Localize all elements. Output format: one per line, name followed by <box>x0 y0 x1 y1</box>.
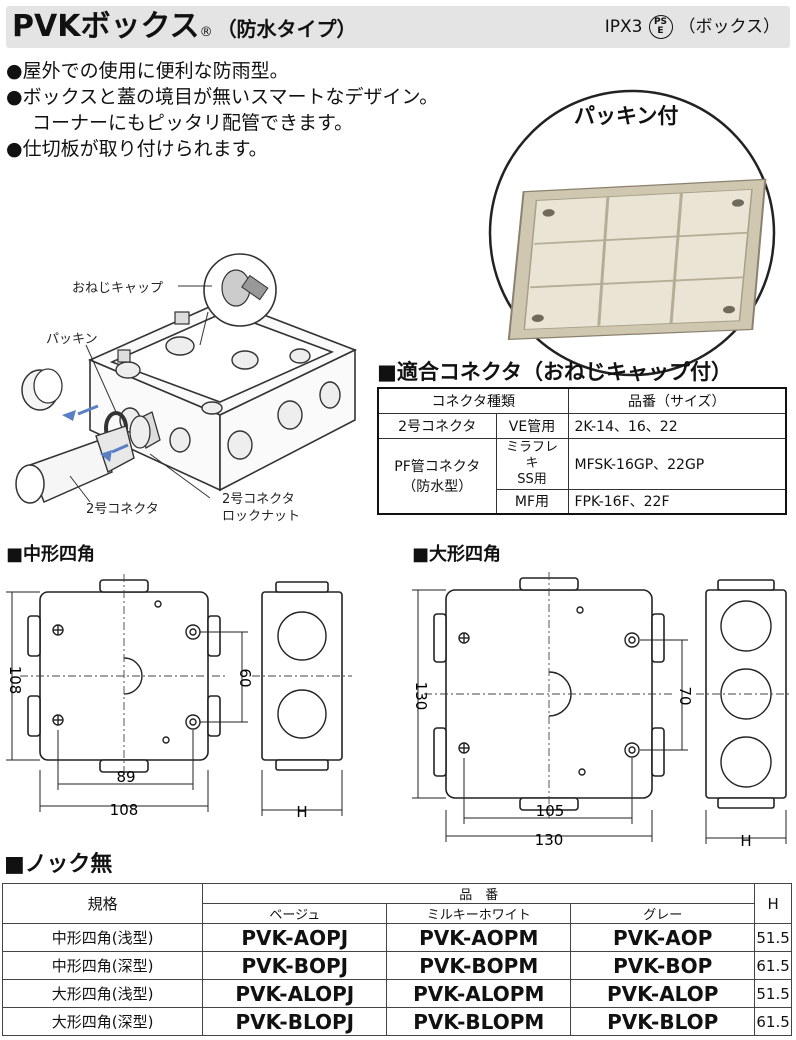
header-color-white: ミルキーホワイト <box>386 903 572 924</box>
dim-medium-h: H <box>296 803 307 821</box>
cell-code-white: PVK-AOPM <box>386 923 572 952</box>
dim-medium-pitch: 89 <box>116 768 135 786</box>
dim-large-h: H <box>740 832 751 850</box>
cell-code-beige: PVK-ALOPJ <box>202 979 388 1008</box>
cell-use: VE管用 <box>495 412 569 439</box>
header-code: 品 番 <box>202 883 756 904</box>
feature-item: ●仕切板が取り付けられます。 <box>6 138 268 160</box>
cell-use: MF用 <box>495 488 569 515</box>
cell-use-line: ミラフレキ <box>505 439 558 471</box>
cell-type-line: （防水型） <box>402 478 473 495</box>
table-row: MF用 FPK-16F、22F <box>378 488 787 515</box>
header-color-gray: グレー <box>570 903 756 924</box>
header-color-beige: ベージュ <box>202 903 388 924</box>
label-locknut-1: 2号コネクタ <box>222 492 295 507</box>
label-connector: 2号コネクタ <box>86 502 159 517</box>
table-row: コネクタ種類 品番（サイズ） <box>377 387 787 414</box>
header-spec: 規格 <box>1 883 204 924</box>
cell-spec: 大形四角(深型) <box>1 1007 204 1036</box>
ps-note: （ボックス） <box>678 17 781 37</box>
cell-type: 2号コネクタ <box>377 412 497 439</box>
cell-spec: 中形四角(深型) <box>1 951 204 980</box>
header-part-number: 品番（サイズ） <box>567 387 787 414</box>
gasket-label: パッキン付 <box>574 104 679 128</box>
connector-table-title: ■適合コネクタ（おねじキャップ付） <box>377 360 732 384</box>
table-row: 2号コネクタ VE管用 2K-14、16、22 <box>377 412 787 439</box>
medium-heading: ■中形四角 <box>6 544 96 565</box>
feature-item: ●ボックスと蓋の境目が無いスマートなデザイン。 <box>6 86 439 108</box>
cell-h: 61.5 <box>754 951 792 980</box>
cell-code: MFSK-16GP、22GP <box>567 437 787 490</box>
large-heading: ■大形四角 <box>412 544 502 565</box>
product-name: PVKボックス <box>12 9 200 44</box>
page-title: PVKボックス®（防水タイプ） <box>12 8 357 52</box>
cell-code-gray: PVK-ALOP <box>570 979 756 1008</box>
large-box-drawing: 130 70 105 130 H <box>412 572 792 850</box>
cell-code-gray: PVK-BLOP <box>570 1007 756 1036</box>
cell-code-white: PVK-BOPM <box>386 951 572 980</box>
header-connector-type: コネクタ種類 <box>377 387 569 414</box>
cell-spec: 中形四角(浅型) <box>1 923 204 952</box>
cell-type-line: PF管コネクタ <box>394 458 481 475</box>
certification-info: IPX3 PS E （ボックス） <box>605 15 780 39</box>
cell-code-gray: PVK-BOP <box>570 951 756 980</box>
product-table: 規格 品 番 H ベージュ ミルキーホワイト グレー 中形四角(浅型) PVK-… <box>1 883 792 1036</box>
label-packing: パッキン <box>46 332 98 347</box>
ip-rating: IPX3 <box>604 17 643 37</box>
cell-code-gray: PVK-AOP <box>570 923 756 952</box>
cell-code-beige: PVK-BOPJ <box>202 951 388 980</box>
header-bar: PVKボックス®（防水タイプ） IPX3 PS E （ボックス） <box>6 6 790 48</box>
table-header-row: 規格 品 番 H <box>1 883 792 924</box>
feature-item: ●屋外での使用に便利な防雨型。 <box>6 60 289 82</box>
exploded-assembly-illustration <box>15 253 358 504</box>
label-cap: おねじキャップ <box>72 281 164 296</box>
cell-h: 61.5 <box>754 1007 792 1036</box>
medium-box-drawing: 108 60 89 108 H <box>6 574 352 821</box>
ps-e-mark-icon: PS E <box>648 15 673 39</box>
cell-type: PF管コネクタ （防水型） <box>377 437 497 515</box>
cell-code-white: PVK-ALOPM <box>386 979 572 1008</box>
table-row: 中形四角(浅型) PVK-AOPJ PVK-AOPM PVK-AOP 51.5 <box>1 923 792 952</box>
cell-code-beige: PVK-AOPJ <box>202 923 388 952</box>
ps-mark-bottom: E <box>657 26 664 36</box>
dim-large-pitch: 105 <box>536 802 565 820</box>
cell-code-beige: PVK-BLOPJ <box>202 1007 388 1036</box>
table-row: 中形四角(深型) PVK-BOPJ PVK-BOPM PVK-BOP 61.5 <box>1 951 792 980</box>
table-row: 大形四角(浅型) PVK-ALOPJ PVK-ALOPM PVK-ALOP 51… <box>1 979 792 1008</box>
cell-code: 2K-14、16、22 <box>567 412 787 439</box>
feature-item: コーナーにもピッタリ配管できます。 <box>32 112 354 134</box>
table-row: PF管コネクタ （防水型） ミラフレキ SS用 MFSK-16GP、22GP <box>377 437 787 515</box>
gasket-photo <box>488 89 776 377</box>
dim-medium-height: 108 <box>6 666 24 695</box>
dim-medium-inner: 60 <box>236 668 254 687</box>
cell-use-line: SS用 <box>517 471 547 487</box>
dim-medium-width: 108 <box>110 801 139 819</box>
connector-table: コネクタ種類 品番（サイズ） 2号コネクタ VE管用 2K-14、16、22 P… <box>377 387 787 515</box>
registered-mark: ® <box>199 25 213 40</box>
cell-h: 51.5 <box>754 923 792 952</box>
ps-mark-top: PS <box>653 17 668 27</box>
cell-spec: 大形四角(浅型) <box>1 979 204 1008</box>
cell-code-white: PVK-BLOPM <box>386 1007 572 1036</box>
header-h: H <box>754 883 792 924</box>
table-row: 大形四角(深型) PVK-BLOPJ PVK-BLOPM PVK-BLOP 61… <box>1 1007 792 1036</box>
cell-code: FPK-16F、22F <box>567 488 787 515</box>
feature-list: ●屋外での使用に便利な防雨型。 ●ボックスと蓋の境目が無いスマートなデザイン。 … <box>6 58 438 162</box>
dim-large-height: 130 <box>412 682 430 711</box>
product-subtitle: （防水タイプ） <box>216 17 357 41</box>
label-locknut-2: ロックナット <box>222 509 301 524</box>
cell-h: 51.5 <box>754 979 792 1008</box>
product-table-heading: ■ノック無 <box>4 852 113 877</box>
dim-large-inner: 70 <box>676 686 694 705</box>
dim-large-width: 130 <box>535 831 564 849</box>
cell-use: ミラフレキ SS用 <box>495 437 569 490</box>
